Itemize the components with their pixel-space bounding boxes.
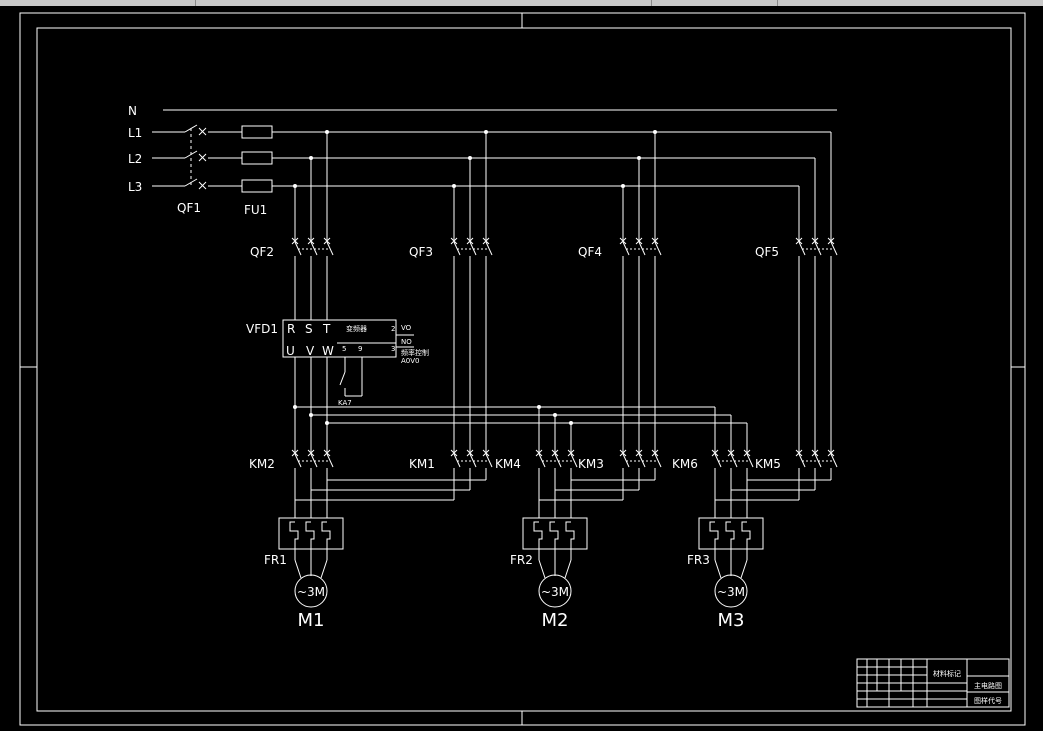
branch-breakers[interactable] bbox=[291, 237, 838, 256]
motor3-symbol: ~3M bbox=[717, 585, 745, 599]
motor1-symbol: ~3M bbox=[297, 585, 325, 599]
label-qf2: QF2 bbox=[250, 245, 274, 259]
label-km4: KM4 bbox=[495, 457, 521, 471]
label-m1: M1 bbox=[298, 610, 325, 631]
contactors[interactable] bbox=[291, 449, 838, 468]
motor2-symbol: ~3M bbox=[541, 585, 569, 599]
breaker-qf2[interactable] bbox=[291, 237, 334, 256]
qf1-breaker[interactable] bbox=[184, 124, 207, 190]
branch-drops bbox=[294, 132, 832, 240]
strip-segment bbox=[652, 0, 778, 6]
label-km3: KM3 bbox=[578, 457, 604, 471]
breaker-qf3[interactable] bbox=[450, 237, 493, 256]
vfd1-inverter[interactable] bbox=[282, 319, 414, 452]
motor-circuits[interactable] bbox=[278, 517, 764, 608]
label-fr2: FR2 bbox=[510, 553, 533, 567]
motor-circuit-m3[interactable] bbox=[698, 517, 764, 608]
label-n: N bbox=[128, 104, 137, 118]
vfd-terminal-3: 3 bbox=[391, 345, 395, 353]
contactor-km1[interactable] bbox=[450, 449, 493, 468]
label-qf4: QF4 bbox=[578, 245, 602, 259]
label-fr3: FR3 bbox=[687, 553, 710, 567]
strip-segment bbox=[0, 0, 196, 6]
label-km1: KM1 bbox=[409, 457, 435, 471]
label-km2: KM2 bbox=[249, 457, 275, 471]
label-ka7: KA7 bbox=[338, 399, 352, 407]
strip-segment bbox=[196, 0, 652, 6]
vfd-terminal-u: U bbox=[286, 344, 295, 358]
vfd-terminal-t: T bbox=[322, 322, 331, 336]
fu1-fuses[interactable] bbox=[241, 125, 273, 193]
label-l1: L1 bbox=[128, 126, 142, 140]
vfd-name-label: 变频器 bbox=[346, 324, 367, 333]
vfd-range-label: A0V0 bbox=[401, 357, 419, 365]
title-block: 材料标记 主电路图 图样代号 bbox=[856, 658, 1010, 708]
label-qf5: QF5 bbox=[755, 245, 779, 259]
breaker-qf5[interactable] bbox=[795, 237, 838, 256]
contactor-outputs bbox=[294, 468, 832, 518]
motor-circuit-m1[interactable] bbox=[278, 517, 344, 608]
vfd-terminal-v: V bbox=[306, 344, 315, 358]
label-vfd1: VFD1 bbox=[246, 322, 278, 336]
label-fu1: FU1 bbox=[244, 203, 267, 217]
vfd-terminal-w: W bbox=[322, 344, 334, 358]
vfd-cross-wiring bbox=[293, 405, 748, 452]
label-m3: M3 bbox=[718, 610, 745, 631]
label-qf3: QF3 bbox=[409, 245, 433, 259]
window-top-strip bbox=[0, 0, 1043, 6]
title-field-a: 材料标记 bbox=[933, 669, 961, 678]
label-km5: KM5 bbox=[755, 457, 781, 471]
title-field-b: 主电路图 bbox=[974, 681, 1002, 690]
vfd-terminal-no: NO bbox=[401, 338, 412, 346]
label-qf1: QF1 bbox=[177, 201, 201, 215]
contactor-km4[interactable] bbox=[535, 449, 578, 468]
label-m2: M2 bbox=[542, 610, 569, 631]
drawing-frame bbox=[19, 12, 1026, 726]
junction-dots bbox=[293, 130, 657, 188]
vfd-control-label: 频率控制 bbox=[401, 348, 429, 357]
contactor-km3[interactable] bbox=[619, 449, 662, 468]
vfd-terminal-r: R bbox=[287, 322, 295, 336]
drawing-labels: N L1 L2 L3 QF1 FU1 QF2 QF3 QF4 QF5 VFD1 … bbox=[128, 104, 781, 631]
vfd-terminal-5: 5 bbox=[342, 345, 346, 353]
contactor-km5[interactable] bbox=[795, 449, 838, 468]
vfd-terminal-vo: VO bbox=[401, 324, 412, 332]
contactor-km2[interactable] bbox=[291, 449, 334, 468]
bus-lines bbox=[152, 109, 837, 187]
label-l3: L3 bbox=[128, 180, 142, 194]
breaker-qf4[interactable] bbox=[619, 237, 662, 256]
label-l2: L2 bbox=[128, 152, 142, 166]
vfd-terminal-2: 2 bbox=[391, 325, 395, 333]
breaker-outputs bbox=[294, 256, 832, 452]
vfd-terminal-s: S bbox=[305, 322, 313, 336]
title-field-c: 图样代号 bbox=[974, 696, 1002, 705]
label-fr1: FR1 bbox=[264, 553, 287, 567]
contactor-km6[interactable] bbox=[711, 449, 754, 468]
vfd-terminal-9: 9 bbox=[358, 345, 362, 353]
motor-circuit-m2[interactable] bbox=[522, 517, 588, 608]
label-km6: KM6 bbox=[672, 457, 698, 471]
